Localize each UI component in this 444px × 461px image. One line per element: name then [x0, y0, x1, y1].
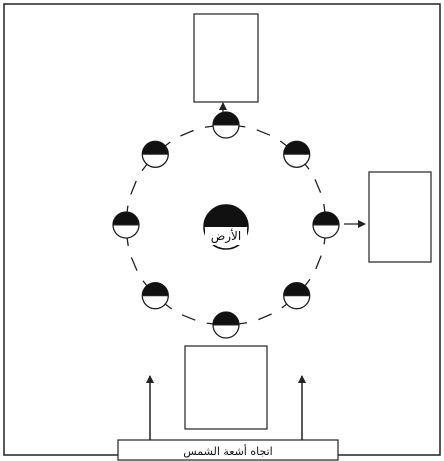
- earth: الأرض: [204, 205, 248, 249]
- moon-dark-half: [313, 212, 339, 225]
- moon-dark-half: [113, 212, 139, 225]
- earth-label: الأرض: [211, 228, 241, 244]
- moon-phase: [284, 283, 310, 309]
- sun-rays-label-box: اتجاه أشعة الشمس: [118, 440, 338, 460]
- moon-phase: [213, 112, 239, 138]
- moon-phase: [313, 212, 339, 238]
- orbit-dash: [131, 181, 136, 194]
- moon-dark-half: [213, 112, 239, 125]
- panel-right: [369, 172, 431, 262]
- moon-phase: [142, 283, 168, 309]
- panel-bottom: [185, 346, 267, 429]
- orbit-dash: [316, 256, 321, 269]
- moon-phase: [284, 141, 310, 167]
- orbit-dash: [131, 257, 137, 270]
- moon-dark-half: [213, 312, 239, 325]
- orbit-dash: [180, 130, 193, 136]
- moon-dark-half: [142, 141, 168, 154]
- panel-top: [194, 14, 258, 102]
- moon-phase: [213, 312, 239, 338]
- orbit-dash: [257, 130, 270, 135]
- sun-rays-label: اتجاه أشعة الشمس: [183, 444, 272, 458]
- orbit-dash: [315, 179, 321, 192]
- orbit-dash: [258, 314, 271, 320]
- orbit-dash: [182, 315, 195, 320]
- earth-dark-half: [204, 205, 248, 227]
- moon-dark-half: [284, 141, 310, 154]
- moon-phase: [142, 141, 168, 167]
- moon-phase: [113, 212, 139, 238]
